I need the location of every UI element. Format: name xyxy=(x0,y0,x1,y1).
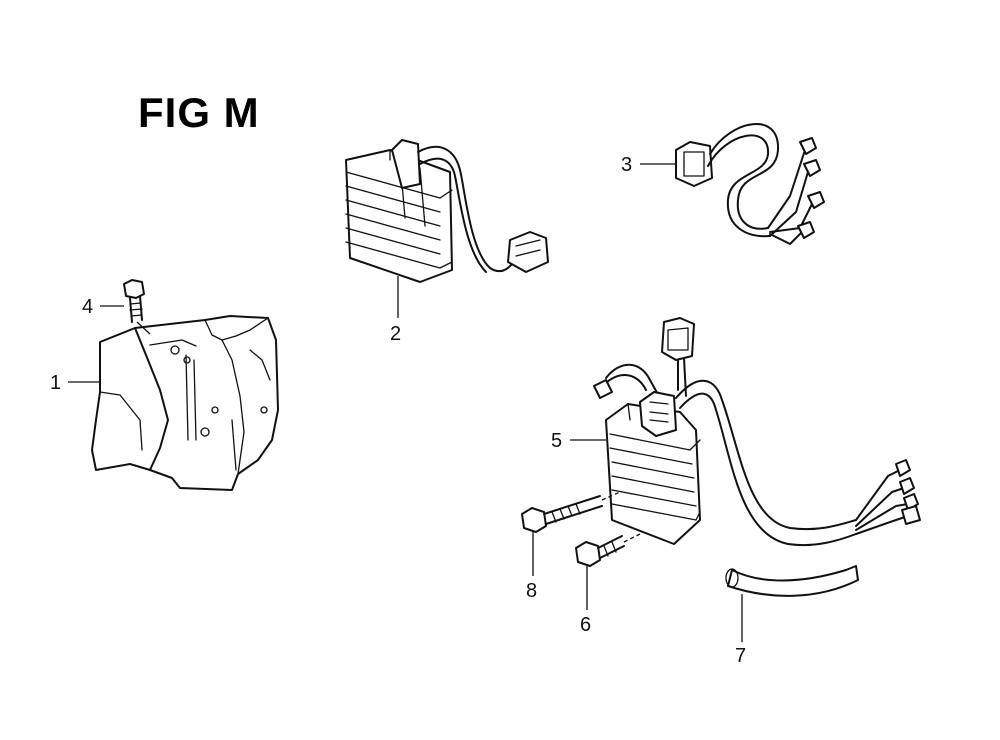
rubber-tube-icon xyxy=(725,565,859,642)
regulator-rectifier-assembly-icon xyxy=(570,317,921,547)
callout-label-6: 6 xyxy=(580,614,591,636)
regulator-rectifier-icon xyxy=(345,139,549,318)
callout-label-2: 2 xyxy=(390,323,401,345)
callout-label-4: 4 xyxy=(82,296,93,318)
flange-bolt-icon xyxy=(575,533,641,610)
callout-label-7: 7 xyxy=(735,645,746,667)
figure-title: FIG M xyxy=(138,89,260,136)
callout-label-8: 8 xyxy=(526,580,537,602)
flange-bolt-icon xyxy=(521,491,621,576)
wire-harness-icon xyxy=(640,123,825,245)
callout-label-3: 3 xyxy=(621,154,632,176)
callout-label-1: 1 xyxy=(50,372,61,394)
heat-shield-cover-icon xyxy=(91,315,279,491)
callout-label-5: 5 xyxy=(551,430,562,452)
bolt-icon xyxy=(100,279,151,335)
